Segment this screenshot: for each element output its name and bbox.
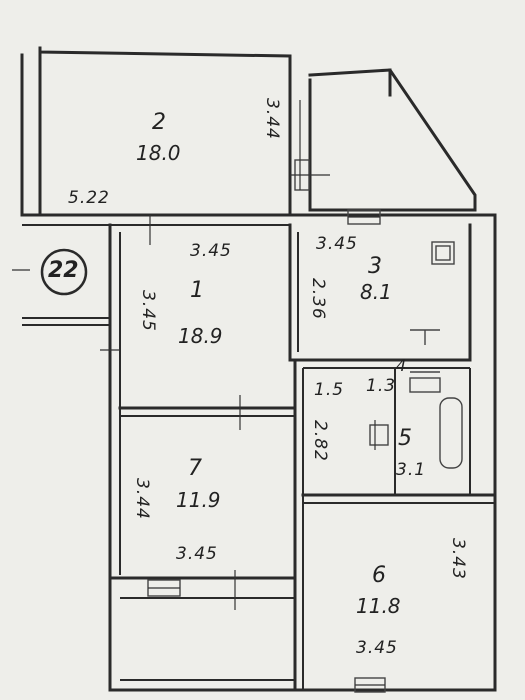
column-circle	[40, 248, 88, 296]
room-1-height: 3.45	[138, 290, 158, 332]
room-6-area: 11.8	[356, 594, 401, 618]
room-5-height: 2.82	[310, 420, 330, 462]
room-3-area: 8.1	[360, 280, 392, 304]
room-4-number: 4	[396, 356, 407, 375]
room-7-height: 3.44	[132, 478, 152, 520]
circle-label: 22	[48, 258, 79, 283]
fixtures	[369, 241, 463, 469]
room-3-width: 3.45	[316, 234, 358, 254]
room-2-height: 3.44	[262, 98, 282, 140]
room-5-number: 5	[398, 426, 412, 451]
room-1-number: 1	[190, 278, 204, 303]
walls	[20, 46, 497, 692]
room-2-width: 5.22	[68, 188, 110, 208]
room-5-width: 3.1	[396, 460, 427, 480]
room-2-area: 18.0	[136, 141, 181, 165]
room-4-height: 1.3	[366, 376, 397, 396]
room-6-height: 3.43	[448, 538, 468, 580]
room-1-width: 3.45	[190, 241, 232, 261]
dimension-ticks	[12, 100, 376, 610]
room-6-number: 6	[372, 563, 386, 588]
room-7-number: 7	[188, 456, 202, 481]
room-1-area: 18.9	[178, 324, 223, 348]
room-7-area: 11.9	[176, 488, 221, 512]
room-4-width: 1.5	[314, 380, 345, 400]
room-7-width: 3.45	[176, 544, 218, 564]
room-3-number: 3	[368, 254, 382, 279]
room-3-height: 2.36	[308, 278, 328, 320]
room-6-width: 3.45	[356, 638, 398, 658]
room-2-number: 2	[152, 110, 166, 135]
